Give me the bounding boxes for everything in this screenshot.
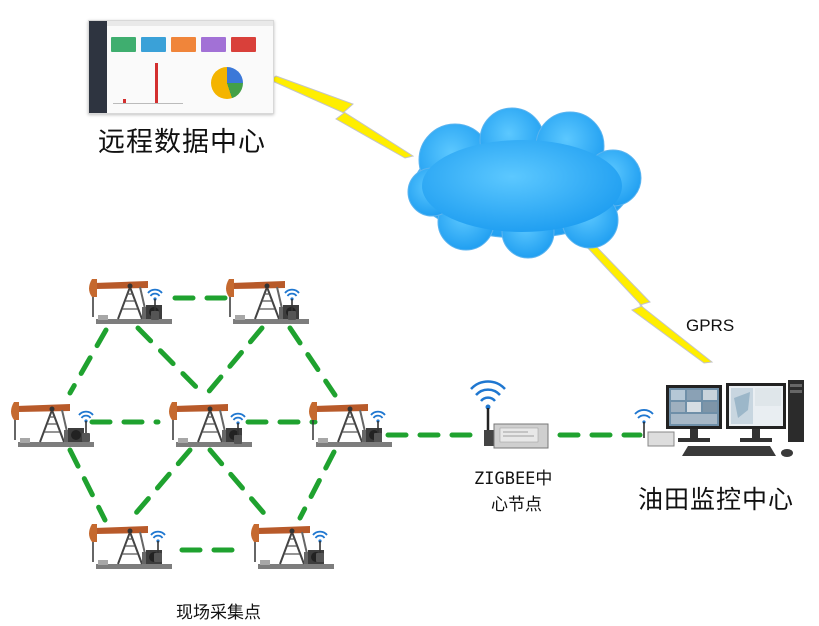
pump-jack-7 xyxy=(250,523,335,570)
field-collection-points-label: 现场采集点 xyxy=(176,603,261,623)
lightning-bolt-upper xyxy=(268,75,415,159)
pump-jack-4 xyxy=(168,401,253,448)
pump-jack-6 xyxy=(88,523,173,570)
zigbee-hub-device xyxy=(470,380,549,449)
lightning-bolt-lower xyxy=(583,239,714,364)
pump-jack-1 xyxy=(88,278,173,325)
zigbee-node-label-line1: ZIGBEE中 xyxy=(474,469,553,489)
pump-jack-2 xyxy=(225,278,310,325)
dash-card-1 xyxy=(111,37,136,52)
pump-jack-5 xyxy=(308,401,393,448)
dash-card-4 xyxy=(201,37,226,52)
gprs-label: GPRS xyxy=(686,316,735,335)
dash-card-2 xyxy=(141,37,166,52)
dashboard-screenshot xyxy=(88,20,274,114)
dash-card-5 xyxy=(231,37,256,52)
oilfield-monitor-center-label: 油田监控中心 xyxy=(638,485,795,514)
workstation-icon xyxy=(634,380,804,457)
pump-jack-3 xyxy=(10,401,95,448)
mesh-links xyxy=(67,295,643,553)
dash-pie-chart xyxy=(211,67,243,99)
dash-card-3 xyxy=(171,37,196,52)
zigbee-node-label-line2: 心节点 xyxy=(491,495,542,515)
remote-data-center-label: 远程数据中心 xyxy=(98,127,266,158)
cloud-icon xyxy=(407,107,642,259)
